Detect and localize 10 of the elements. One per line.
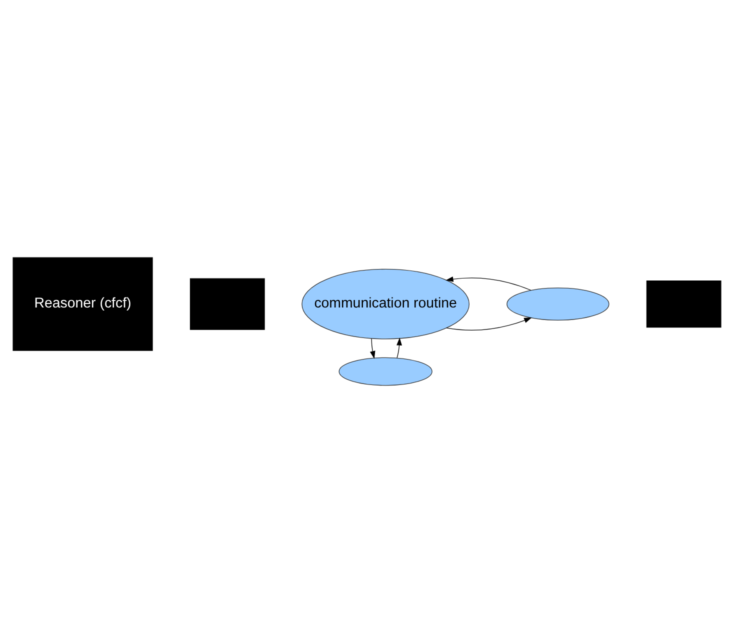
node-ellipse: communication routine	[302, 268, 470, 339]
node-ellipse	[506, 287, 610, 320]
arrow	[370, 338, 376, 358]
arrow	[446, 317, 532, 330]
arrow	[446, 276, 532, 290]
node-box: Reasoner (cfcf)	[12, 256, 153, 350]
arrow	[396, 337, 402, 358]
node-ellipse	[338, 356, 432, 386]
node-box	[646, 280, 722, 328]
node-box	[190, 278, 265, 330]
